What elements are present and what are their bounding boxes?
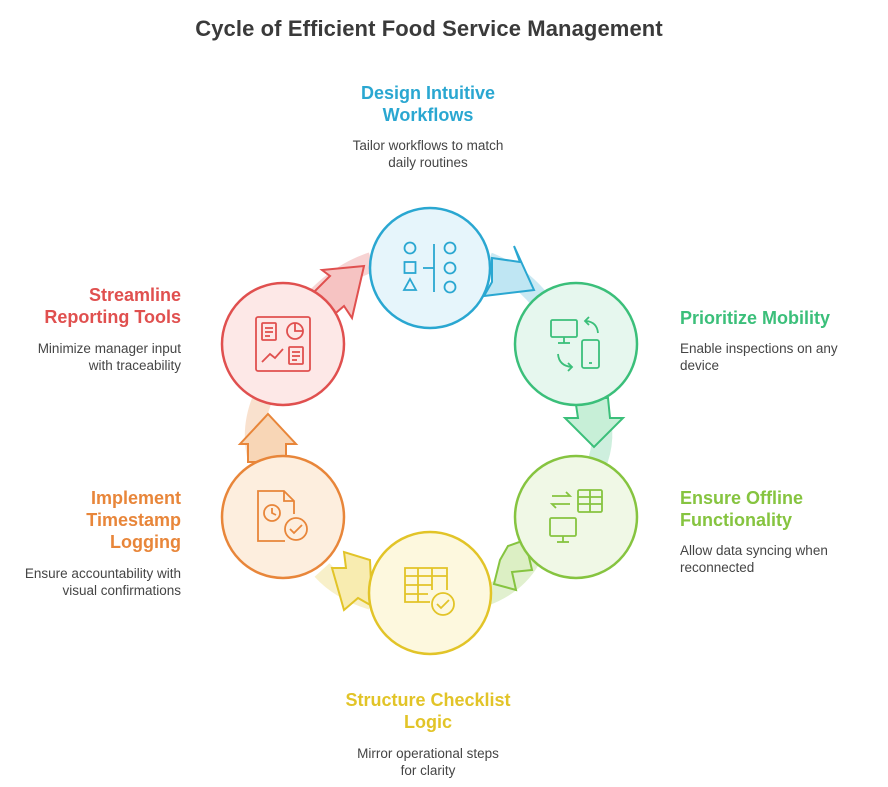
step-circle-ensure-offline-functionality [513,454,639,580]
arrow-checklist-to-timestamp [314,550,376,612]
step-title-ensure-offline-functionality: Ensure Offline Functionality [680,488,804,530]
step-desc-design-intuitive-workflows: Tailor workflows to match daily routines [352,138,504,170]
step-desc-ensure-offline-functionality: Allow data syncing when reconnected [680,543,828,575]
report-dashboard-icon [255,316,311,372]
step-circle-structure-checklist-logic [367,530,493,656]
devices-sync-icon [550,316,600,372]
step-circle-implement-timestamp-logging [220,454,346,580]
step-title-structure-checklist-logic: Structure Checklist Logic [345,690,511,732]
step-circle-streamline-reporting-tools [220,281,346,407]
arrow-mobility-to-offline [562,396,626,464]
step-title-implement-timestamp-logging: Implement Timestamp Logging [86,488,181,552]
arrow-design-to-mobility [482,245,548,307]
step-desc-streamline-reporting-tools: Minimize manager input with traceability [37,341,181,373]
step-desc-structure-checklist-logic: Mirror operational steps for clarity [357,746,499,778]
step-desc-prioritize-mobility: Enable inspections on any device [680,341,838,373]
step-title-prioritize-mobility: Prioritize Mobility [680,308,831,328]
step-title-design-intuitive-workflows: Design Intuitive Workflows [360,83,495,125]
timestamp-document-icon [257,490,308,542]
hierarchy-shapes-icon [402,241,457,294]
diagram-title: Cycle of Efficient Food Service Manageme… [195,16,663,41]
checklist-table-icon [404,567,455,616]
step-circle-prioritize-mobility [513,281,639,407]
step-desc-implement-timestamp-logging: Ensure accountability with visual confir… [24,566,181,598]
step-title-streamline-reporting-tools: Streamline Reporting Tools [44,285,181,327]
offline-sync-icon [549,489,603,543]
arrow-timestamp-to-reporting [237,396,299,463]
